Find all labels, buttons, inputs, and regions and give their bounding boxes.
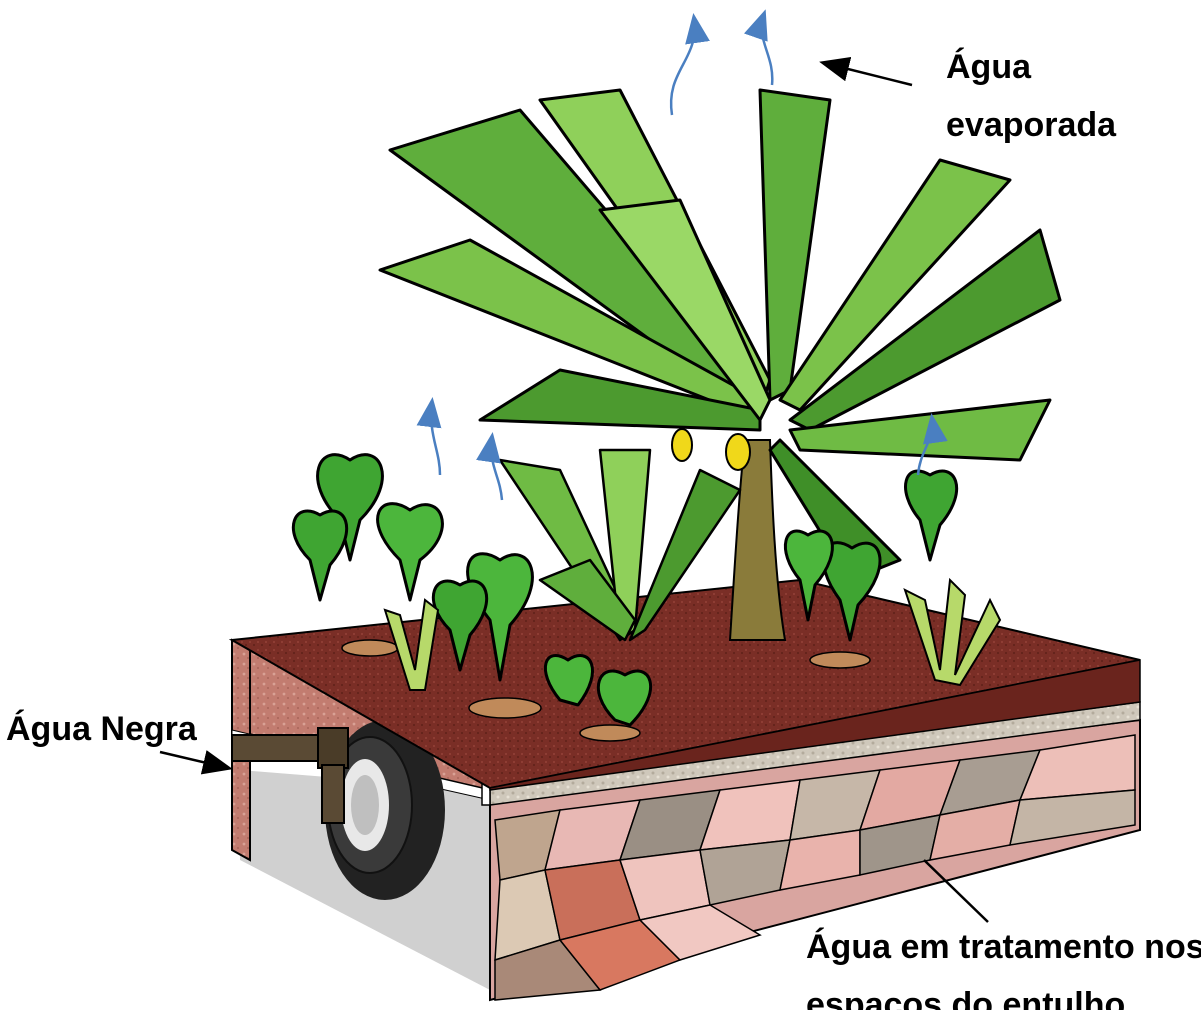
treatment-line2: espaços do entulho	[806, 976, 1201, 1010]
treatment-label: Água em tratamento nos espaços do entulh…	[806, 918, 1201, 1010]
black-water-text: Água Negra	[6, 700, 197, 758]
treatment-line1: Água em tratamento nos	[806, 918, 1201, 976]
black-water-label: Água Negra	[6, 700, 197, 758]
evaporated-line1: Água	[946, 38, 1116, 96]
banana-bunch	[672, 429, 750, 470]
evaporated-line2: evaporada	[946, 96, 1116, 154]
evaporated-water-label: Água evaporada	[946, 38, 1116, 154]
